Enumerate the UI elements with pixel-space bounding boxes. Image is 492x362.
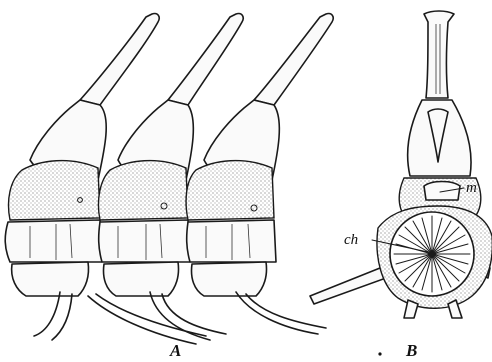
canal-label-m: m (466, 180, 477, 196)
rib-1 (34, 292, 72, 340)
centrum-1 (5, 220, 102, 262)
haemal-arch-2 (104, 262, 179, 296)
arch-base-1 (9, 161, 101, 220)
spinal-canal-b (424, 182, 460, 201)
haemal-arch-3 (192, 262, 267, 296)
neural-spine-3 (254, 14, 333, 105)
haemal-arch-1 (12, 262, 89, 296)
part-b-label: B (405, 341, 417, 360)
part-a-label: A (169, 341, 181, 360)
arch-base-3 (186, 161, 274, 220)
notochord-b (429, 251, 434, 256)
part-a-vertebrae (5, 14, 333, 344)
part-b-vertebra (310, 11, 492, 318)
centrum-2 (99, 220, 190, 262)
rib-long-1 (88, 294, 206, 344)
neural-spine-2 (168, 14, 243, 105)
centrum-label-ch: ch (344, 232, 358, 248)
separator-dot (378, 352, 381, 355)
neural-spine-1 (80, 14, 159, 105)
transverse-process-left (310, 268, 386, 304)
rib-2 (150, 292, 226, 340)
neural-spine-b (424, 11, 454, 98)
arch-base-2 (98, 161, 188, 220)
centrum-3 (187, 220, 276, 262)
